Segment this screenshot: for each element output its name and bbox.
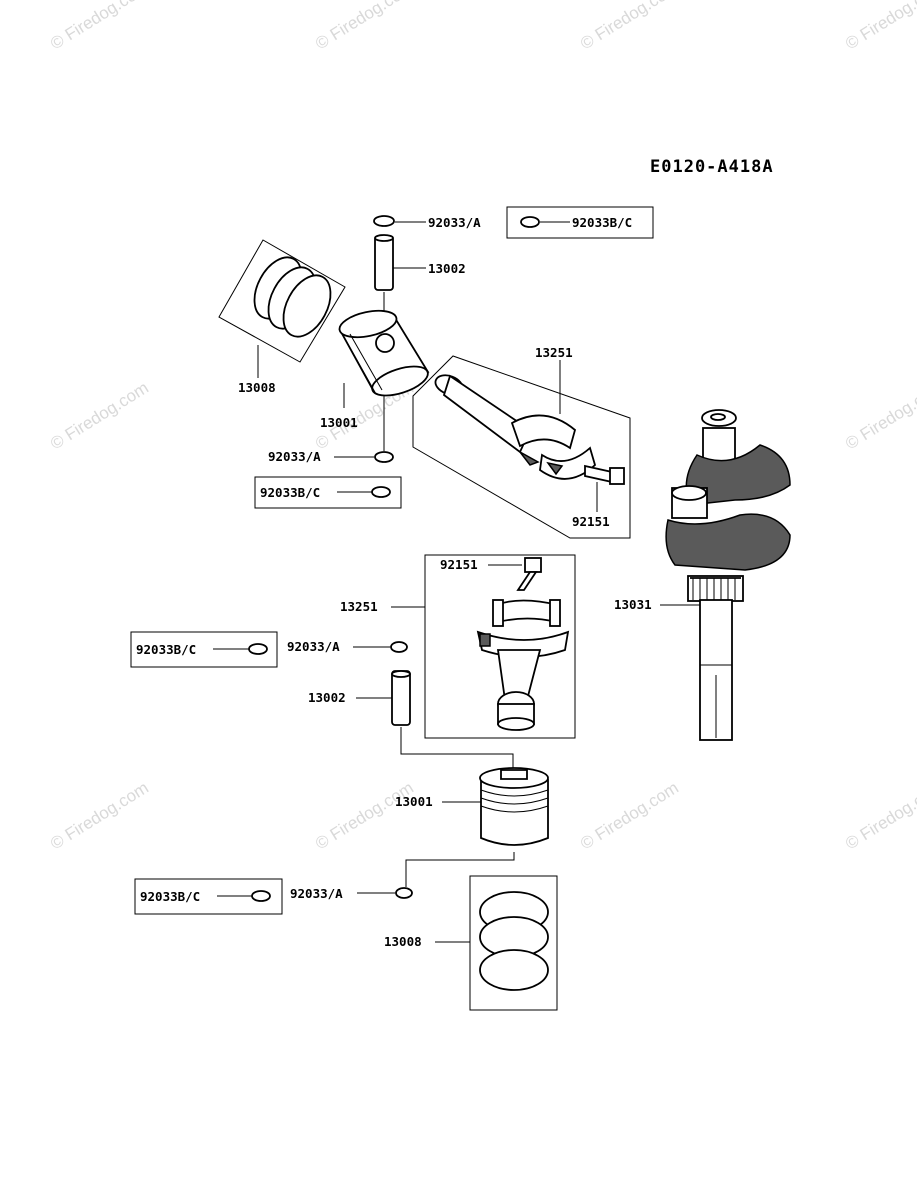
crankshaft-icon — [665, 409, 791, 741]
clip-icon — [373, 215, 395, 227]
clip-icon — [520, 216, 540, 228]
watermark: © Firedog.com — [842, 0, 917, 53]
watermark: © Firedog.com — [842, 778, 917, 853]
part-label: 13002 — [308, 690, 346, 705]
clip-icon — [374, 451, 394, 463]
part-label: 92033/A — [290, 886, 343, 901]
watermark: © Firedog.com — [47, 778, 152, 853]
clip-icon — [371, 486, 391, 498]
watermark: © Firedog.com — [47, 378, 152, 453]
watermark: © Firedog.com — [312, 778, 417, 853]
part-label: 92033/A — [268, 449, 321, 464]
clip-icon — [390, 641, 408, 653]
bolt-icon — [516, 557, 542, 591]
watermark: © Firedog.com — [577, 0, 682, 53]
watermark: © Firedog.com — [842, 378, 917, 453]
part-label: 13001 — [320, 415, 358, 430]
piston-rings-icon — [253, 256, 332, 338]
clip-icon — [248, 643, 268, 655]
part-label: 92033B/C — [572, 215, 632, 230]
part-label: 92151 — [440, 557, 478, 572]
watermarks: © Firedog.com © Firedog.com © Firedog.co… — [47, 0, 917, 853]
piston-icon — [338, 309, 430, 397]
connecting-rod-icon — [434, 374, 597, 480]
part-label: 92033B/C — [260, 485, 320, 500]
part-label: 13008 — [384, 934, 422, 949]
piston-pin-icon — [374, 234, 394, 291]
watermark: © Firedog.com — [47, 0, 152, 53]
connecting-rod-icon — [476, 599, 570, 731]
part-label: 92151 — [572, 514, 610, 529]
clip-icon — [251, 890, 271, 902]
piston-icon — [479, 767, 549, 846]
piston-pin-icon — [391, 670, 411, 726]
watermark: © Firedog.com — [577, 778, 682, 853]
part-label: 13251 — [535, 345, 573, 360]
clip-icon — [395, 887, 413, 899]
watermark: © Firedog.com — [312, 0, 417, 53]
part-label: 13001 — [395, 794, 433, 809]
part-label: 13031 — [614, 597, 652, 612]
diagram-code: E0120-A418A — [650, 157, 774, 177]
piston-rings-icon — [479, 891, 549, 991]
bolt-icon — [584, 464, 625, 485]
part-label: 13008 — [238, 380, 276, 395]
part-label: 92033B/C — [140, 889, 200, 904]
part-label: 92033/A — [287, 639, 340, 654]
part-label: 92033B/C — [136, 642, 196, 657]
part-label: 92033/A — [428, 215, 481, 230]
part-label: 13251 — [340, 599, 378, 614]
part-label: 13002 — [428, 261, 466, 276]
